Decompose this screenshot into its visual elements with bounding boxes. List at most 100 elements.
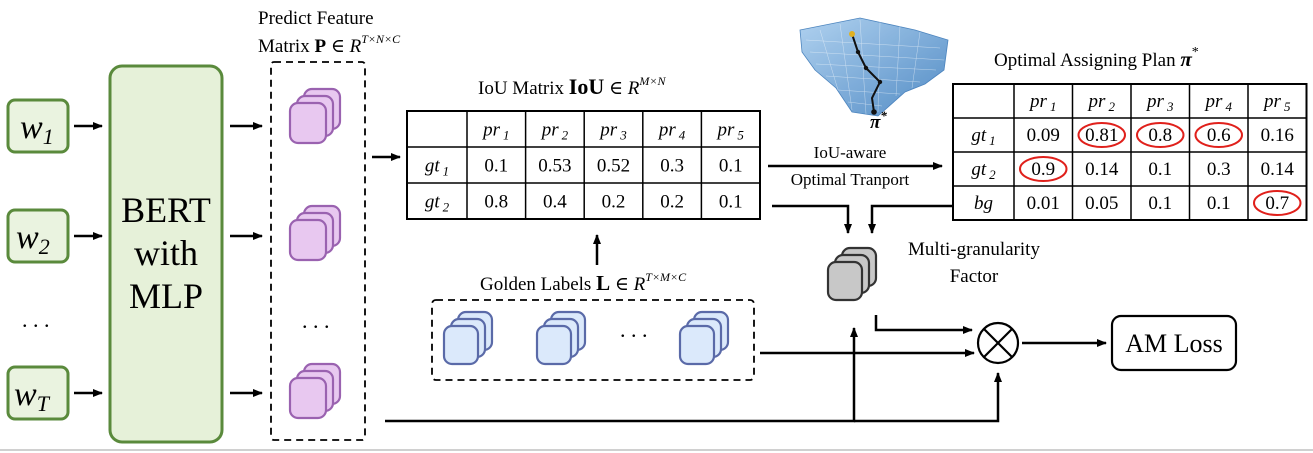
encoder-arrows bbox=[230, 122, 263, 397]
w2-sub: 2 bbox=[39, 234, 50, 259]
predict-title-sup: T×N×C bbox=[361, 32, 401, 46]
predict-feature-stack-3 bbox=[288, 362, 342, 420]
iou-cell: 0.2 bbox=[660, 191, 684, 212]
iou-title-in: ∈ R bbox=[604, 78, 640, 99]
golden-label-stacks bbox=[442, 310, 730, 366]
iou-cell: 0.8 bbox=[484, 191, 508, 212]
golden-label-stack-2 bbox=[535, 310, 587, 366]
encoder-line3: MLP bbox=[129, 276, 203, 316]
plan-assignment-circle bbox=[1019, 156, 1068, 182]
factor-label-line2: Factor bbox=[950, 266, 999, 287]
golden-title-prefix: Golden Labels bbox=[480, 274, 596, 295]
plan-cell: 0.14 bbox=[1085, 159, 1119, 180]
wT-sub: T bbox=[37, 391, 51, 416]
combine-arrows bbox=[385, 315, 1107, 423]
am-loss-label: AM Loss bbox=[1125, 329, 1223, 358]
predict-title-line2: Matrix P ∈ RT×N×C bbox=[258, 32, 401, 57]
factor-inputs bbox=[772, 204, 952, 234]
predict-title-in: ∈ R bbox=[326, 36, 362, 57]
plan-cell: 0.3 bbox=[1207, 159, 1231, 180]
plan-cell: 0.9 bbox=[1031, 159, 1055, 180]
factor-stack-cards bbox=[826, 246, 878, 302]
plan-title-sup: * bbox=[1192, 45, 1199, 60]
golden-title-sup: T×M×C bbox=[645, 270, 687, 284]
encoder-block: BERT with MLP bbox=[108, 64, 224, 444]
iou-title-symbol: IoU bbox=[569, 74, 605, 99]
svg-text:wT: wT bbox=[14, 376, 51, 416]
encoder-line1: BERT bbox=[121, 190, 211, 230]
iou-cell: 0.1 bbox=[484, 155, 508, 176]
iou-title: IoU Matrix IoU ∈ RM×N bbox=[478, 74, 666, 99]
predict-title-line1: Predict Feature bbox=[258, 8, 374, 29]
multiply-operator bbox=[976, 321, 1020, 365]
iou-cell: 0.4 bbox=[543, 191, 567, 212]
plan-cell: 0.1 bbox=[1148, 193, 1172, 214]
ot-pi-label: π* bbox=[870, 108, 887, 133]
golden-label-stack-1 bbox=[442, 310, 494, 366]
plan-cell: 0.16 bbox=[1261, 125, 1294, 146]
ot-label-line1: IoU-aware bbox=[814, 143, 887, 162]
plan-cell: 0.09 bbox=[1027, 125, 1060, 146]
svg-text:w1: w1 bbox=[20, 109, 54, 149]
golden-ellipsis: . . . bbox=[620, 317, 648, 342]
plan-title-symbol: π bbox=[1180, 47, 1192, 71]
iou-cell: 0.1 bbox=[719, 191, 743, 212]
plan-cell: 0.8 bbox=[1148, 125, 1172, 146]
golden-dashed-box bbox=[431, 299, 755, 381]
w1-sub: 1 bbox=[43, 124, 54, 149]
plan-row-header: bg bbox=[974, 193, 993, 214]
svg-text:w2: w2 bbox=[16, 219, 50, 259]
input-token-wT: wT bbox=[6, 365, 70, 421]
factor-label-line1: Multi-granularity bbox=[908, 239, 1040, 260]
ot-pi-sup: * bbox=[880, 108, 887, 123]
ot-pi-symbol: π bbox=[870, 112, 881, 133]
plan-cell: 0.81 bbox=[1085, 125, 1118, 146]
plan-cell: 0.14 bbox=[1261, 159, 1295, 180]
predict-feature-stack-1 bbox=[288, 87, 342, 145]
plan-title-text: Optimal Assigning Plan bbox=[994, 50, 1180, 71]
plan-cell: 0.05 bbox=[1085, 193, 1118, 214]
ot-label-line2: Optimal Tranport bbox=[791, 170, 910, 189]
input-ellipsis: . . . bbox=[22, 307, 50, 332]
golden-title: Golden Labels L ∈ RT×M×C bbox=[480, 270, 687, 295]
plan-assignment-circle bbox=[1253, 190, 1302, 216]
input-token-w2: w2 bbox=[6, 208, 70, 264]
predict-ellipsis: . . . bbox=[302, 308, 330, 333]
w2-base: w bbox=[16, 219, 39, 256]
input-token-w1: w1 bbox=[6, 98, 70, 154]
factor-stack bbox=[826, 246, 878, 302]
predict-dashed-box bbox=[270, 61, 366, 441]
plan-cell: 0.01 bbox=[1027, 193, 1060, 214]
w1-base: w bbox=[20, 109, 43, 146]
input-arrows bbox=[74, 122, 103, 397]
predict-title-prefix: Matrix bbox=[258, 36, 314, 57]
predict-feature-stack-2 bbox=[288, 204, 342, 262]
predict-feature-stacks bbox=[288, 87, 342, 420]
wT-base: w bbox=[14, 376, 37, 413]
plan-assignment-circle bbox=[1136, 122, 1185, 148]
golden-title-in: ∈ R bbox=[610, 274, 646, 295]
plan-assignment-circle bbox=[1077, 122, 1126, 148]
plan-cell: 0.6 bbox=[1207, 125, 1231, 146]
plan-title: Optimal Assigning Plan π* bbox=[994, 45, 1199, 71]
golden-title-symbol: L bbox=[596, 271, 610, 295]
ot-surface-illustration bbox=[799, 17, 949, 117]
iou-cell: 0.1 bbox=[719, 155, 743, 176]
am-loss-box: AM Loss bbox=[1110, 314, 1238, 372]
